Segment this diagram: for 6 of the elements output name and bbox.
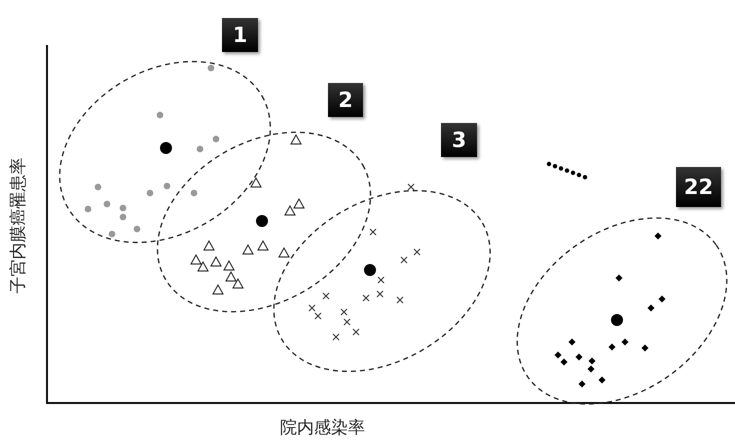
number-badge: 1 [222, 18, 258, 52]
axis-title: 院内感染率 [280, 417, 365, 439]
number-badge: 3 [441, 123, 477, 157]
number-badge: 22 [676, 167, 721, 207]
axis-title: 子宮内膜癌罹患率 [8, 156, 30, 296]
number-badge: 2 [328, 83, 363, 117]
